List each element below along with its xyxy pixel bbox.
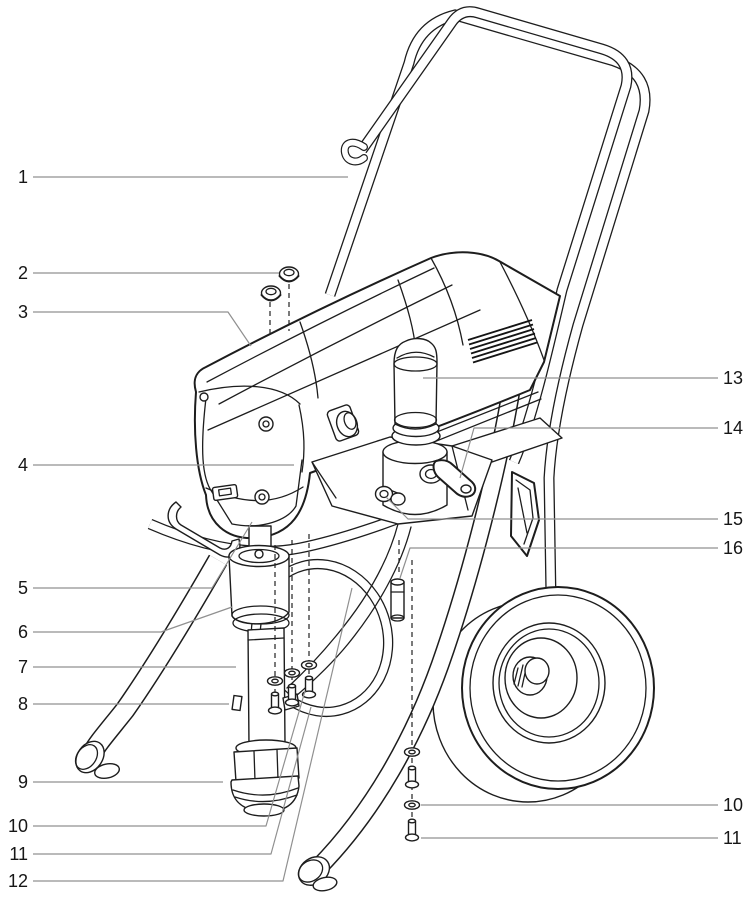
mount-hardware-left [266, 534, 318, 715]
callout-label-14: 14 [723, 418, 744, 438]
callout-label-11-right: 11 [723, 828, 742, 848]
leader-11-left [33, 706, 312, 855]
callout-label-15: 15 [723, 509, 744, 529]
screw [404, 818, 420, 842]
cart-leg-right [297, 383, 522, 892]
wheel [432, 586, 655, 803]
callout-label-3: 3 [17, 302, 28, 322]
leader-15 [385, 496, 718, 520]
left-foot-pad [93, 762, 121, 780]
washer [403, 747, 421, 757]
callout-label-5: 5 [17, 578, 28, 598]
vent-grille [467, 319, 538, 364]
screw [301, 675, 317, 699]
prime-valve [419, 459, 477, 498]
leader-10-left [33, 690, 306, 827]
washer [403, 800, 421, 810]
leader-16 [399, 547, 718, 579]
screw [267, 691, 283, 715]
callout-label-10-left: 10 [7, 816, 28, 836]
control-knob [326, 404, 360, 442]
cover-screw-boss [254, 489, 270, 505]
siphon-hose [286, 523, 399, 689]
callout-label-6: 6 [17, 622, 28, 642]
callout-label-16: 16 [723, 538, 744, 558]
grommet-nuts [260, 266, 300, 334]
transducer-pin [390, 540, 405, 622]
pump-suction-tube [247, 627, 286, 747]
pressure-cylinder [393, 337, 438, 430]
callout-label-10-right: 10 [723, 795, 744, 815]
inlet-foot-valve [230, 739, 300, 817]
leader-6 [33, 606, 233, 633]
leader-14 [459, 427, 718, 479]
leader-3 [33, 311, 252, 347]
lid-cross-seam [299, 321, 319, 399]
axle-cap [524, 657, 550, 685]
rear-corner-edge [499, 261, 545, 361]
callout-label-4: 4 [17, 455, 28, 475]
cover-screw-boss [258, 416, 274, 432]
grommet [278, 266, 300, 283]
front-face-edge [298, 404, 305, 473]
washer [266, 676, 284, 686]
callout-label-1: 1 [17, 167, 28, 187]
right-foot-pad [312, 876, 338, 892]
leader-12 [33, 587, 353, 882]
screw [284, 683, 300, 707]
mount-hardware-right [403, 560, 421, 842]
callout-label-13: 13 [723, 368, 744, 388]
callout-label-9: 9 [17, 772, 28, 792]
cover-latch [211, 483, 239, 502]
callout-label-12: 12 [7, 871, 28, 891]
washer [300, 660, 318, 670]
pump-assembly [228, 525, 300, 817]
cart-leg-left [74, 554, 228, 780]
leader-5 [33, 521, 253, 589]
screw [404, 765, 420, 789]
callout-label-2: 2 [17, 263, 28, 283]
tube-clip [231, 694, 243, 712]
callout-label-11-left: 11 [9, 844, 28, 864]
drain-fitting [374, 485, 406, 506]
washer [283, 668, 301, 678]
pump-upper-cylinder [228, 544, 290, 633]
leader-lines [33, 176, 718, 882]
motor-cover [193, 251, 561, 540]
callout-label-7: 7 [17, 657, 28, 677]
lid-seam [206, 267, 435, 383]
callout-label-8: 8 [17, 694, 28, 714]
grommet [260, 285, 282, 302]
cord-hook [510, 471, 540, 557]
